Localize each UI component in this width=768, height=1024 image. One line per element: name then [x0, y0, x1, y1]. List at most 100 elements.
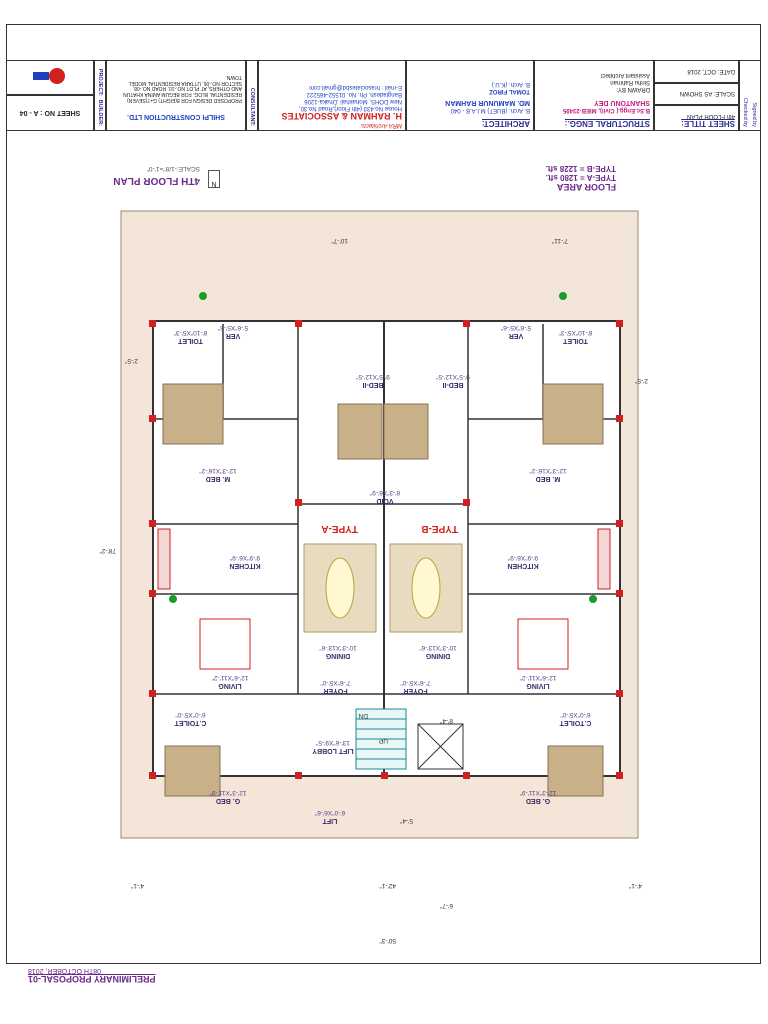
- proposal-date: 08TH OCTOBER, 2018: [28, 967, 102, 974]
- label-m-bed-b: M. BED 12'-3"X16'-2": [518, 466, 578, 482]
- label-bed-ii-a: BED-II 9'-5"X12'-5": [348, 372, 398, 388]
- m-bed-b-name: M. BED: [535, 475, 561, 482]
- dining-a-dim: 10'-3"X13'-6": [419, 643, 457, 651]
- dim-top-setback: 6'-7": [440, 902, 453, 909]
- kitchen-a-dim: 9'-9"X6'-9": [229, 553, 261, 561]
- lift-dim: 6'-0"X6'-6": [314, 808, 346, 816]
- living-sets: [199, 618, 569, 670]
- ctoilet-a-dim: 6'-0"X5'-0": [175, 710, 206, 718]
- dim-inner-width: 42'-1": [379, 882, 396, 889]
- dining-b-name: DINING: [325, 652, 351, 659]
- dining-b-dim: 10'-3"X13'-6": [319, 643, 357, 651]
- label-kitchen-a: KITCHEN 9'-9"X6'-9": [220, 553, 270, 569]
- label-toilet-b: TOILET 8'-10"X5'-3": [553, 328, 598, 344]
- toilet-a-dim: 8'-10"X5'-3": [173, 328, 208, 336]
- dim-left-setback: 4'-1": [131, 882, 144, 889]
- label-kitchen-b: KITCHEN 9'-9"X6'-9": [498, 553, 548, 569]
- ctoilet-a-name: C.TOILET: [174, 719, 207, 726]
- label-dining-a: DINING 10'-3"X13'-6": [408, 643, 468, 659]
- toilet-a-name: TOILET: [178, 337, 203, 344]
- dim-mid-lobby: 8'-4": [440, 717, 453, 724]
- logo-cell: [6, 60, 94, 95]
- kitchen-counters: [157, 528, 611, 590]
- stair-dn-label: DN: [358, 712, 368, 719]
- dining-a-name: DINING: [425, 652, 451, 659]
- label-lift: LIFT 6'-0"X6'-6": [310, 808, 350, 824]
- living-a-name: LIVING: [218, 682, 242, 689]
- label-toilet-a: TOILET 8'-10"X5'-3": [168, 328, 213, 344]
- firm-logo: [33, 68, 65, 84]
- ver-a-name: VER: [225, 332, 241, 339]
- label-ver-b: VER 5'-6"X5'-6": [496, 323, 536, 339]
- ver-b-dim: 5'-6"X5'-6": [500, 323, 532, 331]
- bed-ii-a-dim: 9'-5"X12'-5": [356, 372, 390, 380]
- lift-name: LIFT: [322, 817, 338, 824]
- g-bed-a-dim: 12'-3"X11'-9": [209, 788, 247, 796]
- toilet-b-dim: 8'-10"X5'-3": [558, 328, 593, 336]
- living-a-dim: 12'-6"X11'-2": [211, 673, 249, 681]
- bed-ii-b-name: BED-II: [442, 381, 464, 388]
- type-b-label: TYPE-B: [421, 523, 458, 534]
- building-outline: [152, 320, 621, 777]
- dim-mid-stair: 5'-4": [400, 817, 413, 824]
- structural-columns: [149, 320, 623, 779]
- dim-side-b: 2'-5": [635, 377, 648, 384]
- living-b-name: LIVING: [526, 682, 550, 689]
- dim-right-setback: 4'-1": [629, 882, 642, 889]
- label-dining-b: DINING 10'-3"X13'-6": [308, 643, 368, 659]
- stair-up-label: UP: [378, 737, 388, 744]
- ctoilet-b-dim: 6'-0"X5'-0": [560, 710, 591, 718]
- beds: [162, 383, 604, 797]
- m-bed-a-name: M. BED: [205, 475, 231, 482]
- proposal-block: PRELIMINARY PROPOSAL-01 08TH OCTOBER, 20…: [28, 967, 208, 984]
- foyer-b-dim: 7'-6"X5'-0": [320, 678, 351, 686]
- m-bed-a-dim: 12'-3"X16'-2": [199, 466, 237, 474]
- kitchen-a-name: KITCHEN: [229, 562, 261, 569]
- title-block: Signed by Checked by SHEET TITLE: 4th FL…: [6, 60, 761, 131]
- living-b-dim: 12'-6"X11'-2": [519, 673, 557, 681]
- dim-bottom-right: 7'-11": [551, 237, 568, 244]
- foyer-a-name: FOYER: [403, 687, 428, 694]
- kitchen-b-dim: 9'-9"X6'-9": [507, 553, 539, 561]
- label-living-b: LIVING 12'-6"X11'-2": [508, 673, 568, 689]
- ctoilet-b-name: C.TOILET: [559, 719, 592, 726]
- ver-b-name: VER: [508, 332, 524, 339]
- ver-a-dim: 5'-6"X5'-6": [217, 323, 249, 331]
- void-name: VOID: [376, 497, 394, 504]
- g-bed-b-dim: 12'-3"X11'-9": [519, 788, 557, 796]
- label-lift-lobby: LIFT LOBBY 13'-6"X9'-5": [298, 738, 368, 754]
- dim-bottom-setback: 10'-7": [331, 237, 348, 244]
- label-foyer-b: FOYER 7'-6"X5'-0": [313, 678, 358, 694]
- void-dim: 8'-3"X6'-9": [369, 488, 401, 496]
- type-a-label: TYPE-A: [321, 523, 358, 534]
- label-void: VOID 8'-3"X6'-9": [360, 488, 410, 504]
- label-living-a: LIVING 12'-6"X11'-2": [200, 673, 260, 689]
- plants: [169, 292, 597, 603]
- label-ver-a: VER 5'-6"X5'-6": [213, 323, 253, 339]
- stair: [355, 708, 407, 770]
- m-bed-b-dim: 12'-3"X16'-2": [529, 466, 567, 474]
- bed-ii-a-name: BED-II: [362, 381, 384, 388]
- dim-total-depth: 78'-2": [99, 547, 116, 554]
- label-g-bed-b: G. BED 12'-3"X11'-9": [508, 788, 568, 804]
- bed-ii-b-dim: 9'-5"X12'-5": [436, 372, 470, 380]
- foyer-a-dim: 7'-6"X5'-0": [400, 678, 431, 686]
- dim-total-width: 50'-3": [379, 937, 396, 944]
- label-ctoilet-b: C.TOILET 6'-0"X5'-0": [553, 710, 598, 726]
- g-bed-a-name: G. BED: [215, 797, 241, 804]
- label-bed-ii-b: BED-II 9'-5"X12'-5": [428, 372, 478, 388]
- proposal-title: PRELIMINARY PROPOSAL-01: [28, 974, 156, 984]
- kitchen-b-name: KITCHEN: [507, 562, 539, 569]
- foyer-b-name: FOYER: [323, 687, 348, 694]
- label-m-bed-a: M. BED 12'-3"X16'-2": [188, 466, 248, 482]
- dim-side-a: 2'-5": [125, 357, 138, 364]
- lift-lobby-dim: 13'-6"X9'-5": [316, 738, 350, 746]
- label-g-bed-a: G. BED 12'-3"X11'-9": [198, 788, 258, 804]
- label-foyer-a: FOYER 7'-6"X5'-0": [393, 678, 438, 694]
- g-bed-b-name: G. BED: [525, 797, 551, 804]
- dining-tables: [303, 543, 463, 633]
- lift-lobby-name: LIFT LOBBY: [312, 747, 354, 754]
- toilet-b-name: TOILET: [563, 337, 588, 344]
